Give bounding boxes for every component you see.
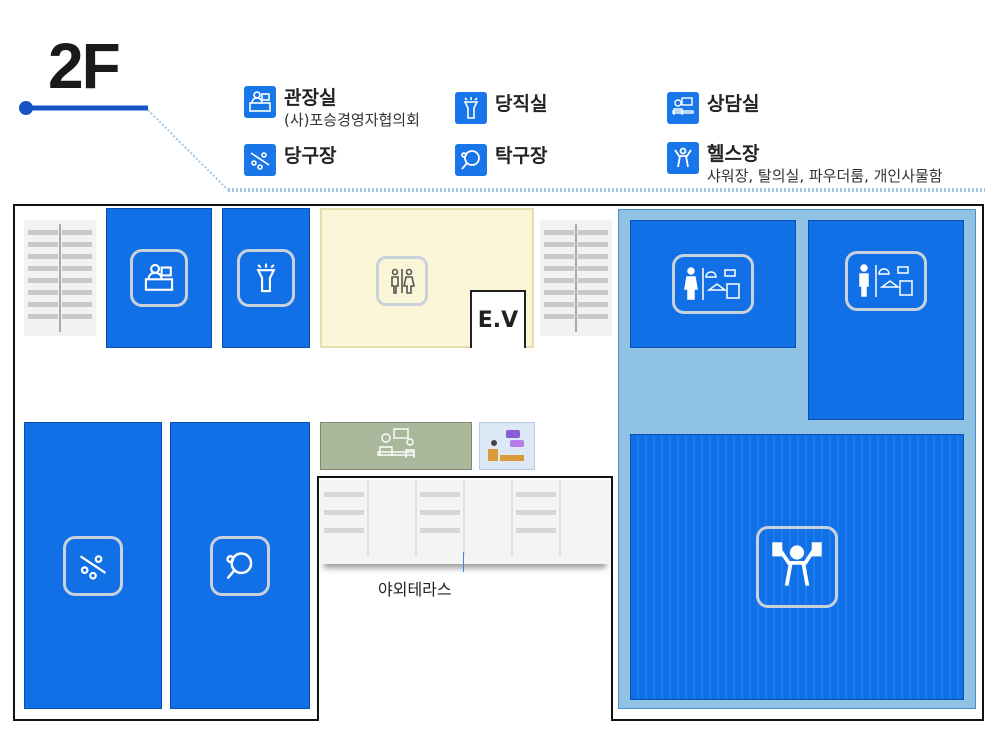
room-auditorium[interactable]	[106, 208, 212, 348]
flashlight-icon	[455, 92, 487, 124]
restroom-icon	[376, 256, 428, 306]
floor-title: 2F	[48, 30, 121, 102]
legend-gym: 헬스장 샤워장, 탈의실, 파우더룸, 개인사물함	[667, 142, 943, 186]
legend-gym-sub: 샤워장, 탈의실, 파우더룸, 개인사물함	[707, 167, 943, 185]
billiards-icon	[244, 144, 276, 176]
flashlight-icon	[237, 249, 295, 307]
room-table-tennis[interactable]	[170, 422, 310, 709]
room-locker-2[interactable]	[808, 220, 964, 420]
locker-room-icon	[672, 254, 754, 314]
lounge[interactable]	[479, 422, 535, 470]
legend-gym-label: 헬스장	[707, 143, 760, 165]
billiards-icon	[63, 535, 123, 596]
legend-auditorium-label: 관장실	[284, 87, 337, 109]
legend-counseling-label: 상담실	[707, 93, 760, 115]
room-gym[interactable]	[630, 434, 964, 700]
ping-pong-icon	[210, 535, 270, 596]
terrace-label: 야외테라스	[378, 580, 452, 599]
counseling-icon	[377, 428, 415, 458]
legend-duty-room: 당직실	[455, 92, 547, 124]
room-locker-1[interactable]	[630, 220, 796, 348]
legend-auditorium-sub: (사)포승경영자협의회	[284, 111, 420, 129]
terrace-pointer	[463, 552, 464, 572]
room-counseling[interactable]	[320, 422, 472, 470]
legend-billiards-label: 당구장	[284, 145, 337, 167]
ping-pong-icon	[455, 144, 487, 176]
elevator[interactable]: E.V	[470, 290, 526, 348]
weightlifter-icon	[756, 526, 838, 608]
legend-table-tennis: 탁구장	[455, 144, 547, 176]
stairs-center	[540, 220, 612, 336]
elevator-label: E.V	[477, 307, 519, 333]
reception-desk-icon	[244, 86, 276, 118]
terrace[interactable]	[320, 480, 610, 564]
weightlifter-icon	[667, 142, 699, 174]
legend-auditorium: 관장실 (사)포승경영자협의회	[244, 86, 420, 130]
header-connector	[19, 101, 985, 192]
reception-desk-icon	[130, 249, 188, 307]
counseling-icon	[667, 92, 699, 124]
legend-duty-room-label: 당직실	[495, 93, 548, 115]
legend-counseling: 상담실	[667, 92, 759, 124]
room-duty[interactable]	[222, 208, 310, 348]
legend-billiards: 당구장	[244, 144, 336, 176]
room-restroom[interactable]: E.V	[320, 208, 534, 348]
stairs-left	[24, 220, 96, 336]
locker-room-icon	[845, 251, 927, 311]
legend-table-tennis-label: 탁구장	[495, 145, 548, 167]
sofa-chat-icon	[488, 430, 524, 461]
room-billiards[interactable]	[24, 422, 162, 709]
